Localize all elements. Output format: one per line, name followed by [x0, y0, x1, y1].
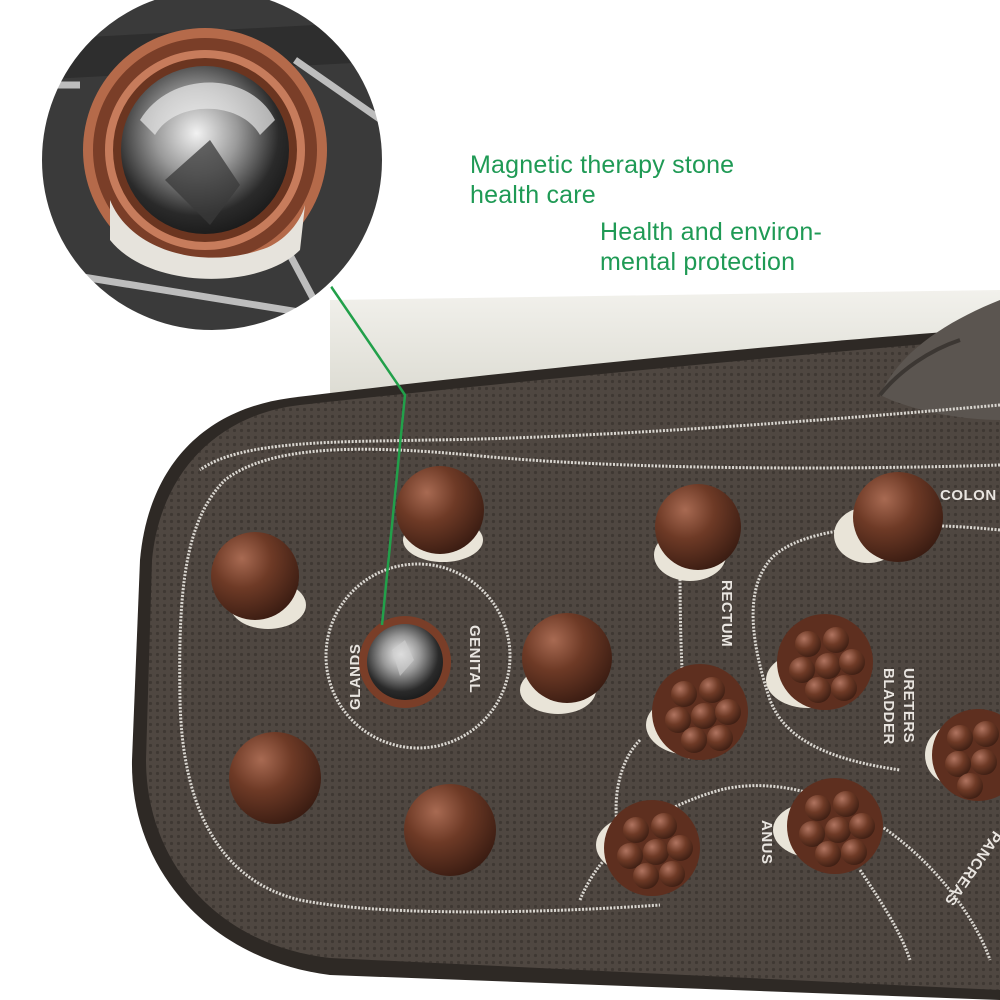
cluster-nub [925, 709, 1000, 801]
caption-line: Magnetic therapy stone [470, 151, 735, 179]
label-rectum: RECTUM [718, 580, 735, 647]
label-ureters: URETERS [900, 668, 917, 743]
caption-line: Health and environ- [600, 218, 822, 246]
cluster-nub [773, 778, 883, 874]
zoom-inset [38, 0, 386, 334]
caption-magnetic-therapy: Magnetic therapy stone health care [470, 150, 734, 210]
label-colon: COLON [940, 487, 997, 504]
caption-environmental: Health and environ- mental protection [600, 217, 822, 277]
massage-nub [404, 784, 496, 876]
single-nubs [211, 466, 943, 876]
massage-nub [229, 732, 321, 824]
cluster-nub [766, 614, 873, 710]
label-genital: GENITAL [466, 625, 483, 693]
label-anus: ANUS [758, 820, 775, 865]
massage-nub [211, 532, 306, 629]
caption-line: health care [470, 181, 596, 209]
massage-nub [396, 466, 484, 562]
caption-line: mental protection [600, 248, 796, 276]
slipper-strap [880, 300, 1000, 420]
cluster-nub [596, 800, 700, 896]
massage-nub [654, 484, 741, 581]
strap-edge [878, 338, 961, 397]
label-bladder: BLADDER [880, 668, 897, 745]
cluster-nub [646, 664, 748, 760]
magnetic-stone [359, 616, 451, 708]
massage-nub [834, 472, 943, 563]
callout-line [328, 284, 407, 626]
cluster-nubs [596, 614, 1000, 896]
massage-nub [520, 613, 612, 714]
